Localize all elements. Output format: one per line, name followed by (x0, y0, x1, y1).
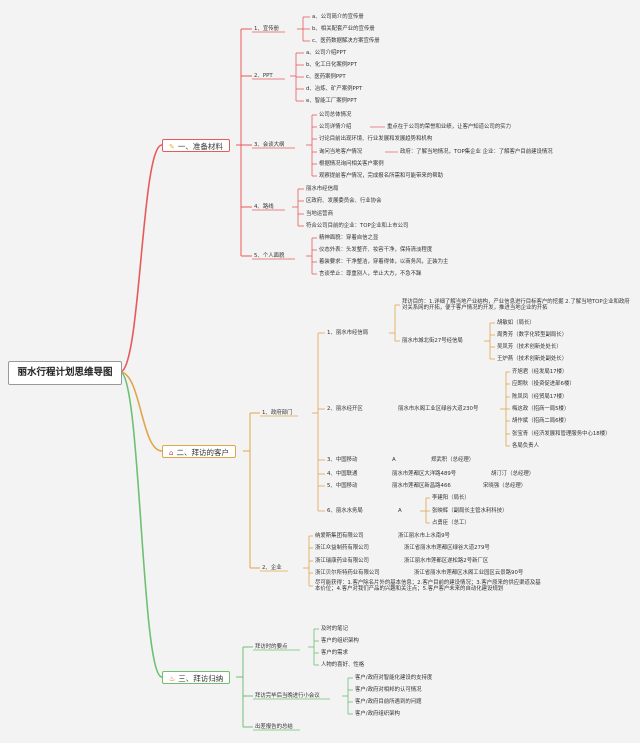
node-gov-2[interactable]: 2、丽水经开区 (327, 406, 363, 412)
leaf[interactable]: 客户/政府对智能化建设的支持度 (355, 675, 433, 681)
leaf-person[interactable]: 周秀芳（数字化转型副局长） (497, 332, 568, 338)
leaf[interactable]: 着装要求：干净整洁，穿着得体，以商务风，正装为主 (319, 259, 449, 265)
branch-visit-summary[interactable]: ♨三、拜访归纳 (162, 671, 231, 684)
leaf[interactable]: 精神面貌：穿着自信之显 (319, 235, 379, 241)
branch-prepare-materials[interactable]: ✎一、准备材料 (162, 139, 230, 152)
leaf-company[interactable]: 纳爱斯集团有限公司 (315, 533, 364, 539)
home-icon: ⌂ (169, 449, 174, 457)
leaf[interactable]: 区政府、发展委员会、行业协会 (306, 198, 382, 204)
leaf[interactable]: b、相关配套产业的宣传册 (312, 26, 375, 32)
leaf-person[interactable]: 齐旭君（经发局17楼） (512, 369, 568, 375)
leaf-person[interactable]: 胡汀汀（总经理） (491, 471, 535, 477)
leaf[interactable]: 公司详情介绍 (319, 124, 352, 130)
leaf-mark[interactable]: A (392, 457, 396, 463)
leaf[interactable]: 根据情况询问相关客户案例 (319, 161, 384, 167)
root-link-prepare (119, 144, 163, 373)
node-meeting-outline[interactable]: 3、会谈大纲 (254, 142, 285, 148)
leaf-note[interactable]: 重点在于公司的荣誉和业绩，让客户知道公司的实力 (387, 124, 511, 130)
leaf[interactable]: d、冶炼、矿产案例PPT (306, 86, 363, 92)
leaf[interactable]: a、公司介绍PPT (306, 50, 347, 56)
leaf-address[interactable]: 丽水市水阁工业区绿谷大道230号 (398, 406, 479, 412)
leaf-address[interactable]: 丽水市莲都区大洋路489号 (392, 471, 457, 477)
leaf[interactable]: 观察提前客户情况，完成报名所需和可能带来的帮助 (319, 173, 443, 179)
leaf[interactable]: 言谈举止：尊重别人，举止大方，不急不躁 (319, 271, 422, 277)
leaf-person[interactable]: 吴凤芳（技术创新处处长） (497, 344, 562, 350)
leaf-address[interactable]: 丽水市城北街27号经信局 (402, 338, 463, 344)
leaf[interactable]: 询问当地客户情况 (319, 149, 363, 155)
node-gov-6[interactable]: 6、丽水水务局 (327, 508, 363, 514)
leaf-person[interactable]: 郑武积（总经理） (431, 457, 475, 463)
leaf[interactable]: a、公司简介的宣传册 (312, 14, 364, 20)
branch-label: 一、准备材料 (177, 142, 223, 151)
leaf-person[interactable]: 宋晓强（总经理） (483, 483, 527, 489)
leaf[interactable]: 客户/政府目前所遇到的问题 (355, 699, 422, 705)
node-ppt[interactable]: 2、PPT (254, 73, 273, 79)
leaf[interactable]: 人物的喜好、性格 (321, 662, 365, 668)
root-node[interactable]: 丽水行程计划思维导图 (8, 361, 122, 385)
leaf-person[interactable]: 应朗秋（投资促进部6楼） (512, 381, 575, 387)
leaf-visit-goal[interactable]: 拜访目的：1.详细了解当地产业结构，产业信息进行目标客户的挖掘 2.了解当地TO… (402, 299, 630, 311)
leaf-person[interactable]: 陈凤凤（经贸局17楼） (512, 394, 568, 400)
leaf-address[interactable]: 浙江丽水市莲都区遂松路2号新厂区 (404, 558, 489, 564)
node-brochure[interactable]: 1、宣传册 (254, 26, 279, 32)
leaf-address[interactable]: 浙江丽水市上水南9号 (398, 533, 450, 539)
root-link-visit (119, 371, 163, 452)
leaf[interactable]: 公司总体情况 (319, 112, 352, 118)
node-route[interactable]: 4、路线 (254, 204, 274, 210)
leaf-address[interactable]: 浙江省丽水市莲都区绿谷大道279号 (404, 545, 490, 551)
leaf[interactable]: e、智能工厂案例PPT (306, 98, 357, 104)
branch-label: 二、拜访的客户 (176, 448, 229, 457)
leaf[interactable]: 讨论目前出现环境、行业发展和发展趋势和机构 (319, 136, 433, 142)
leaf-person[interactable]: 张映辉（副局长主管水利科技） (432, 508, 508, 514)
leaf-person[interactable]: 胡作斌（招商二局6楼） (512, 418, 570, 424)
leaf-person[interactable]: 张宝青（经济发展和管理服务中心18楼） (512, 431, 611, 437)
node-personal-appearance[interactable]: 5、个人面貌 (254, 253, 285, 259)
leaf[interactable]: 客户的需求 (321, 650, 348, 656)
leaf-note[interactable]: 政府：了解当地情况，TOP集企业 企业：了解客户目前建设情况 (400, 149, 553, 155)
leaf[interactable]: 当地运营商 (306, 211, 333, 217)
leaf[interactable]: 及时的笔记 (321, 626, 348, 632)
node-enterprises[interactable]: 2、企业 (262, 565, 282, 571)
root-link-summary (119, 371, 163, 678)
leaf-person[interactable]: 王炉燕（技术创新处副处长） (497, 356, 568, 362)
node-gov-3[interactable]: 3、中国移动 (327, 457, 358, 463)
node-trip-report[interactable]: 出差报告的总结 (255, 724, 293, 730)
node-visit-key-points[interactable]: 拜访时的要点 (255, 644, 288, 650)
node-evening-meeting[interactable]: 拜访完毕后当晚进行小会议 (255, 693, 320, 699)
leaf-company[interactable]: 浙江贝尔所特药业有限公司 (315, 570, 380, 576)
leaf-address[interactable]: 浙江省丽水市莲都区水阁工业园区云景路90号 (414, 570, 524, 576)
leaf[interactable]: 仪态外表：头发整齐、妆容干净，保持清淡程度 (319, 247, 433, 253)
node-gov-1[interactable]: 1、丽水市经信局 (327, 330, 369, 336)
leaf-person[interactable]: 胡敏如（局长） (497, 320, 535, 326)
leaf[interactable]: 丽水市经信局 (306, 186, 339, 192)
node-gov-5[interactable]: 5、中国移动 (327, 483, 358, 489)
leaf[interactable]: 客户/政府对相邦的认可情况 (355, 687, 422, 693)
leaf-person[interactable]: 梅这政（招商一局5楼） (512, 406, 570, 412)
leaf[interactable]: b、化工日化案例PPT (306, 62, 357, 68)
branch-label: 三、拜访归纳 (178, 674, 224, 683)
branch-visit-clients[interactable]: ⌂二、拜访的客户 (162, 445, 236, 458)
leaf-address[interactable]: 丽水市莲都区新昌路466 (392, 483, 451, 489)
leaf[interactable]: 符合公司目前的企业：TOP企业和上市公司 (306, 223, 409, 229)
leaf-person[interactable]: 李建阳（局长） (432, 495, 470, 501)
leaf[interactable]: c、医药数据解决方案宣传册 (312, 38, 380, 44)
leaf[interactable]: 客户的组织架构 (321, 638, 359, 644)
leaf-person[interactable]: 各局负责人 (512, 443, 539, 449)
leaf[interactable]: 客户/政府组织架构 (355, 711, 400, 717)
fire-icon: ♨ (169, 675, 176, 683)
leaf[interactable]: c、医药案例PPT (306, 74, 346, 80)
leaf-person[interactable]: 占勇臣（总工） (432, 520, 470, 526)
pencil-icon: ✎ (169, 143, 175, 151)
leaf-company[interactable]: 浙江众益制药有限公司 (315, 545, 369, 551)
leaf-company[interactable]: 浙江瑞康药业有限公司 (315, 558, 369, 564)
leaf-collect-info[interactable]: 尽可能获得：1.客户除名片外的基本信息；2.客户目前的建设情况；3.客户原来的供… (315, 580, 541, 592)
leaf-mark[interactable]: A (398, 508, 402, 514)
node-government[interactable]: 1、政府部门 (262, 410, 293, 416)
node-gov-4[interactable]: 4、中国联通 (327, 471, 358, 477)
